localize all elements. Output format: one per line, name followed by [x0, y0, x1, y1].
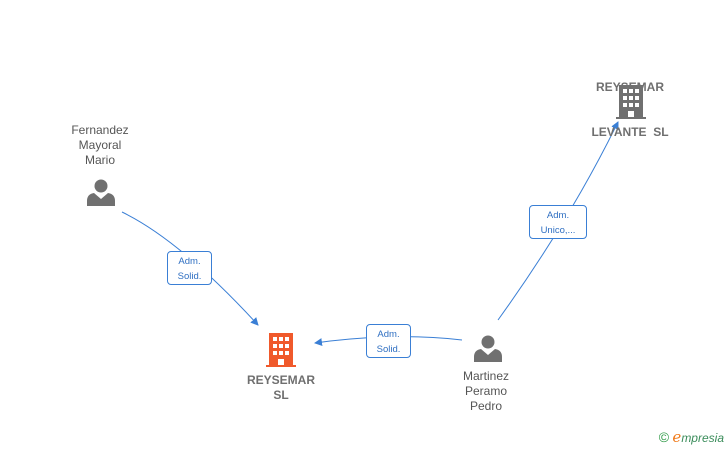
person-icon[interactable]: [86, 177, 116, 207]
node-line: SL: [273, 388, 289, 402]
node-line: REYSEMAR: [246, 373, 315, 387]
edge-label-martinez-reysemar[interactable]: Adm. Solid.: [366, 324, 411, 358]
node-line: Mario: [84, 153, 115, 167]
edge-label-line: Solid.: [177, 271, 202, 282]
copyright-symbol: ©: [658, 429, 670, 445]
edge-label-line: Adm.: [377, 329, 400, 340]
edge-label-line: Adm.: [546, 210, 570, 221]
building-icon[interactable]: [265, 332, 297, 368]
brand-initial: e: [672, 428, 682, 446]
edge-label-fernandez-reysemar[interactable]: Adm. Solid.: [167, 251, 212, 285]
person-label-martinez[interactable]: Martinez Peramo Pedro: [446, 369, 526, 414]
edge-label-martinez-levante[interactable]: Adm. Unico,...: [529, 205, 587, 239]
node-line: LEVANTE SL: [591, 125, 669, 139]
building-icon[interactable]: [615, 84, 647, 120]
node-line: Peramo: [464, 384, 508, 398]
brand-name: mpresia: [681, 431, 724, 445]
node-line: Fernandez: [71, 123, 129, 137]
company-label-reysemar[interactable]: REYSEMAR SL: [236, 373, 326, 403]
node-line: Mayoral: [78, 138, 122, 152]
edge-label-line: Solid.: [376, 344, 401, 355]
node-line: Martinez: [462, 369, 509, 383]
empresia-logo: © empresia: [659, 428, 724, 446]
node-line: Pedro: [469, 399, 503, 413]
edge-label-line: Adm.: [178, 256, 201, 267]
person-label-fernandez[interactable]: Fernandez Mayoral Mario: [60, 123, 140, 168]
person-icon[interactable]: [473, 333, 503, 363]
edge-label-line: Unico,...: [540, 225, 576, 236]
